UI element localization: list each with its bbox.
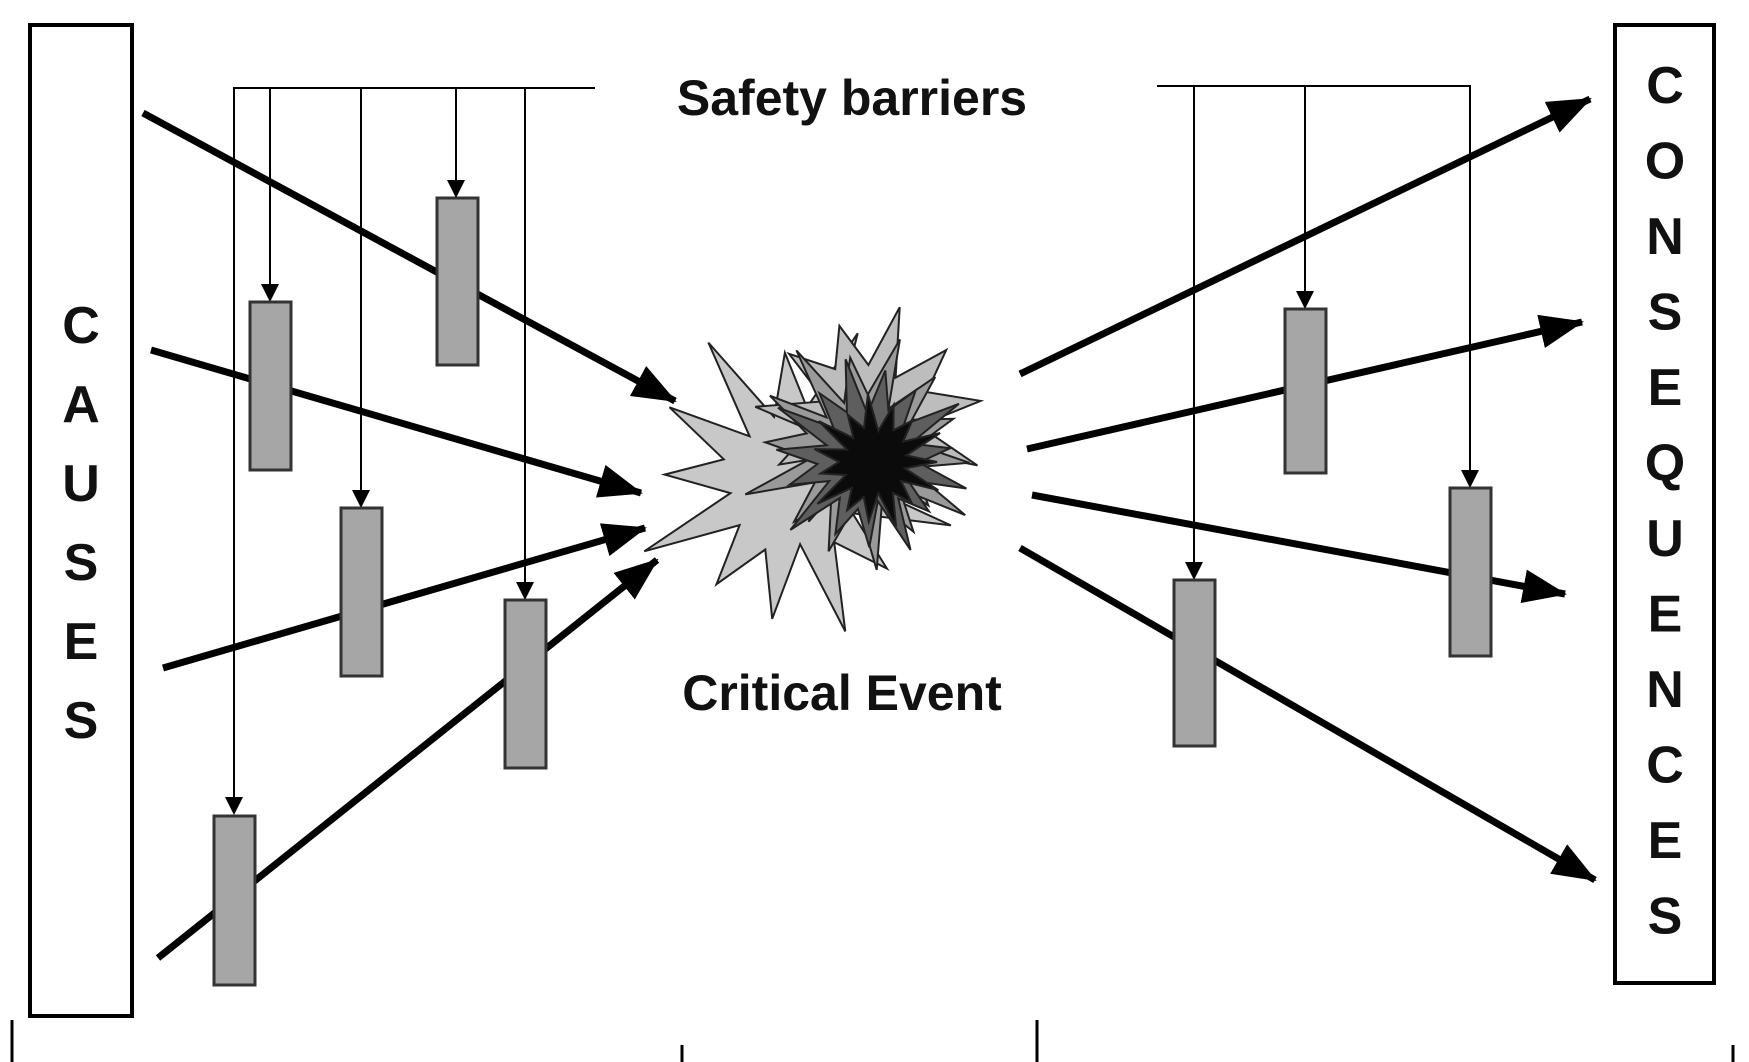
causes-letters-letter: E [64, 613, 99, 671]
consequences-letters-letter: E [1648, 812, 1683, 870]
consequences-letters-letter: C [1646, 737, 1684, 795]
causes-letters-letter: C [62, 297, 100, 355]
cause-arrow-2 [150, 346, 643, 498]
consequences-letters-letter: N [1646, 208, 1684, 266]
consequences-letters-letter: N [1646, 661, 1684, 719]
consequences-letters-letter: O [1645, 133, 1685, 191]
cause-arrow-1 [141, 109, 677, 405]
barrier-block [1448, 486, 1493, 658]
causes-letters-letter: S [64, 692, 99, 750]
consequence-arrow-4 [1018, 544, 1597, 884]
safety-barriers-label: Safety barriers [677, 70, 1027, 126]
barrier-block [503, 598, 548, 770]
barrier-block [435, 196, 480, 367]
barrier-block [248, 300, 293, 472]
barrier-block [1172, 578, 1217, 748]
barrier-blocks-right [1172, 307, 1493, 748]
consequences-letters-letter: U [1646, 510, 1684, 568]
critical-event-label: Critical Event [682, 665, 1002, 721]
consequence-arrows [1018, 95, 1597, 884]
consequence-arrow-1 [1018, 95, 1592, 378]
consequences-letters-letter: Q [1645, 435, 1685, 493]
bottom-axis [10, 1020, 1735, 1062]
critical-event-burst [643, 306, 985, 632]
causes-letters-letter: A [62, 376, 100, 434]
barrier-blocks-left [212, 196, 548, 987]
cause-arrow-3 [162, 523, 647, 672]
consequences-letters-letter: E [1648, 586, 1683, 644]
barrier-block [1283, 307, 1328, 475]
causes-letters-letter: U [62, 455, 100, 513]
consequences-letters-letter: E [1648, 359, 1683, 417]
barrier-block [339, 506, 384, 678]
consequences-letters-letter: S [1648, 284, 1683, 342]
consequences-letters-letter: S [1648, 888, 1683, 946]
barrier-feed-lines-right [1157, 85, 1479, 580]
consequences-letters-letter: C [1646, 57, 1684, 115]
causes-letters-letter: S [64, 534, 99, 592]
barrier-feed-lines-left [225, 87, 595, 815]
barrier-block [212, 814, 257, 987]
